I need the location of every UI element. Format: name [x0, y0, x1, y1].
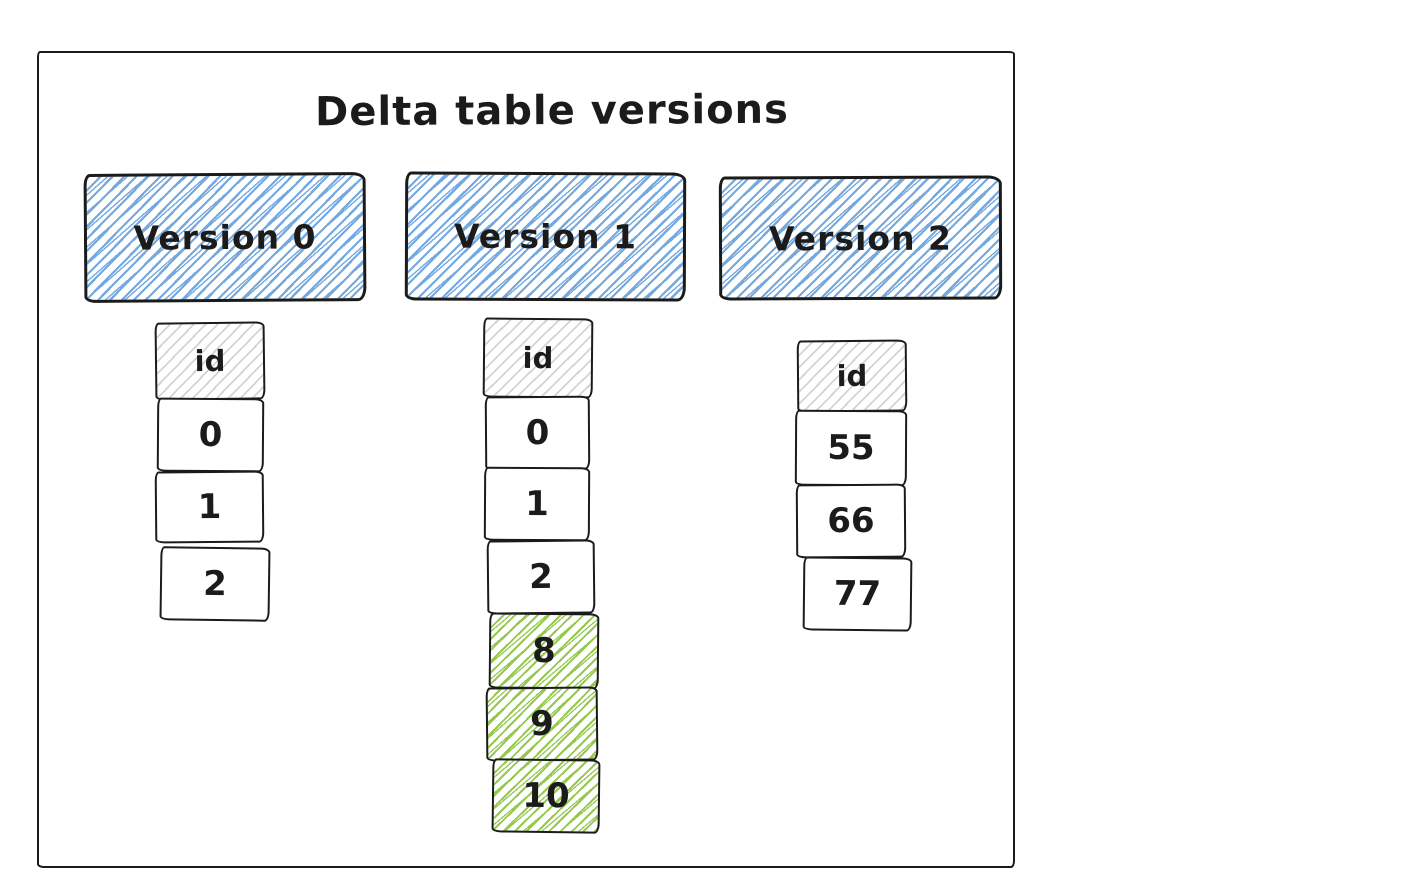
- version-0-row-cell: 1: [154, 470, 265, 544]
- version-2-row-cell: 55: [794, 409, 908, 487]
- version-0-row-cell: 2: [159, 546, 271, 622]
- version-2-row-cell: 77: [802, 556, 913, 632]
- version-1-new-row-cell: 9: [485, 686, 599, 762]
- version-2-header: Version 2: [718, 175, 1003, 301]
- version-1-row-cell: 1: [483, 466, 591, 542]
- version-1-id-header-cell: id: [482, 317, 594, 399]
- version-0-header: Version 0: [83, 172, 367, 303]
- version-1-row-cell: 0: [484, 395, 591, 471]
- version-2-id-header-cell: id: [796, 339, 908, 413]
- version-1-row-cell: 2: [486, 539, 596, 615]
- version-0-id-header-cell: id: [154, 321, 266, 401]
- version-1-new-row-cell: 8: [488, 612, 600, 690]
- version-2-row-cell: 66: [795, 483, 907, 559]
- diagram-title: Delta table versions: [314, 86, 790, 136]
- version-1-header: Version 1: [404, 171, 687, 302]
- diagram-frame: [37, 51, 1015, 868]
- version-0-row-cell: 0: [156, 397, 265, 473]
- version-1-new-row-cell: 10: [491, 758, 601, 834]
